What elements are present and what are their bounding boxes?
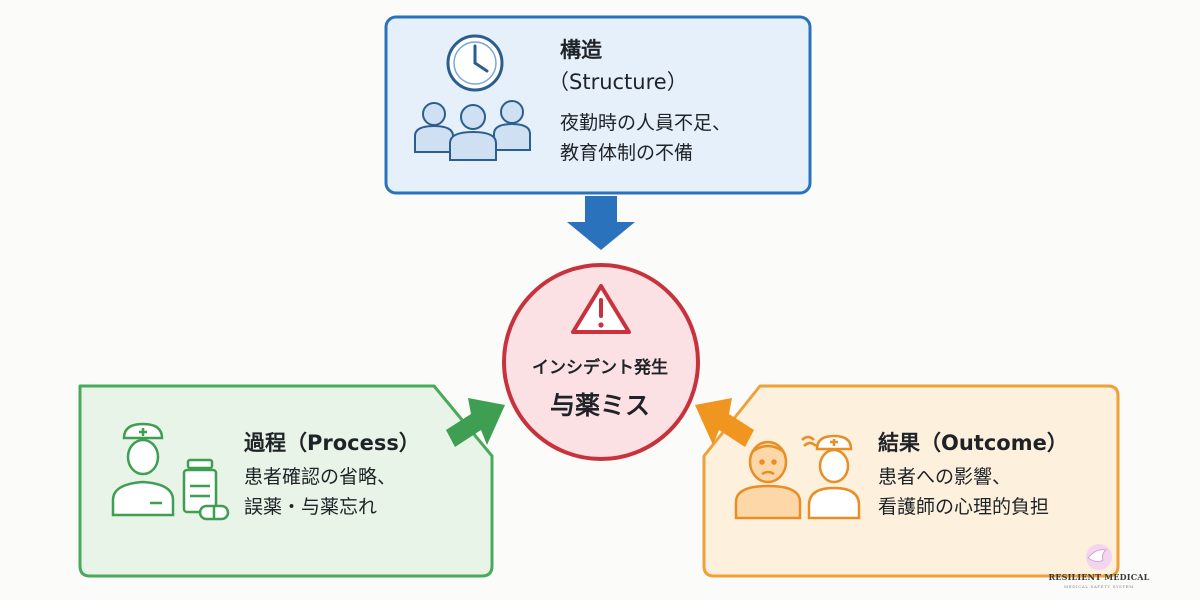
logo-name: RESILIENT MEDICAL — [1048, 572, 1150, 582]
arrow-outcome-to-center — [695, 398, 754, 447]
outcome-box — [702, 384, 1120, 578]
process-title: 過程（Process） — [244, 431, 420, 455]
clock-icon — [446, 34, 504, 92]
center-label: インシデント発生 — [532, 358, 668, 378]
outcome-line-1: 患者への影響、 — [878, 466, 1012, 488]
nurse-icon — [111, 422, 175, 517]
patient-icon — [734, 440, 802, 520]
structure-subtitle: （Structure） — [548, 70, 688, 94]
structure-description: 夜勤時の人員不足、 教育体制の不備 — [560, 108, 731, 168]
process-description: 患者確認の省略、 誤薬・与薬忘れ — [244, 462, 396, 522]
arrow-process-to-center — [446, 398, 505, 447]
center-main: 与薬ミス — [549, 391, 650, 420]
medicine-icon — [182, 458, 230, 521]
outcome-description: 患者への影響、 看護師の心理的負担 — [878, 462, 1049, 522]
structure-line-2: 教育体制の不備 — [560, 142, 694, 164]
worried-nurse-icon — [801, 434, 861, 520]
warning-icon — [571, 284, 631, 334]
structure-title: 構造 — [560, 38, 602, 62]
outcome-line-2: 看護師の心理的負担 — [878, 496, 1050, 518]
outcome-title: 結果（Outcome） — [878, 431, 1068, 455]
logo-tagline: MEDICAL SAFETY SYSTEM — [1064, 584, 1134, 589]
process-box — [78, 384, 494, 578]
structure-line-1: 夜勤時の人員不足、 — [560, 112, 732, 134]
incident-circle — [502, 263, 700, 461]
process-line-1: 患者確認の省略、 — [244, 466, 397, 488]
arrow-structure-to-center — [567, 196, 635, 250]
resilient-medical-logo-icon — [1086, 544, 1112, 570]
staff-group-icon — [414, 100, 531, 161]
process-line-2: 誤薬・与薬忘れ — [244, 496, 378, 518]
